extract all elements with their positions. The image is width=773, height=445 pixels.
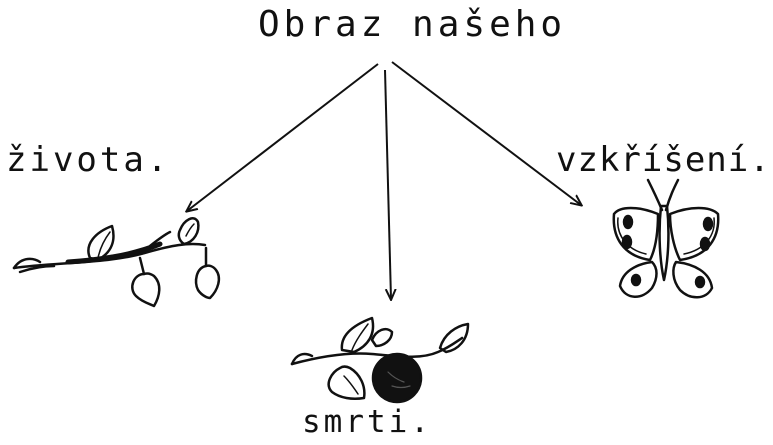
arrow-to-life <box>187 64 378 211</box>
leafy-branch-with-dark-fruit-icon <box>292 318 468 402</box>
butterfly-icon <box>614 180 718 297</box>
leafy-branch-with-bud-icon <box>14 218 219 306</box>
arrow-to-death <box>385 70 391 299</box>
arrow-to-resurrection <box>392 62 581 205</box>
